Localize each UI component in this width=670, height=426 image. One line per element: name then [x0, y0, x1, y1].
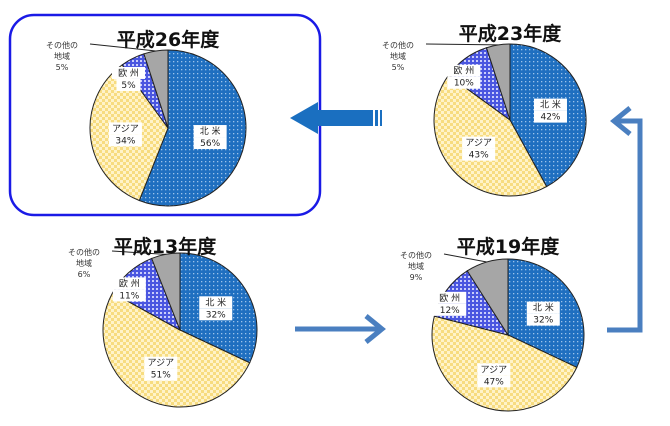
- slice-other-label-2: 地域: [390, 51, 406, 61]
- slice-asia-label: アジア: [147, 359, 174, 369]
- slice-north-america-label-bg: [533, 98, 567, 111]
- slice-north-america-value-bg: [526, 313, 560, 326]
- slice-other-label: その他の: [68, 247, 100, 257]
- slice-north-america-label: 北 米: [533, 302, 554, 314]
- leader-line: [443, 253, 487, 263]
- slice-asia-value-bg: [477, 375, 511, 388]
- slice-other-value: 5%: [392, 63, 405, 72]
- slice-europe-label-bg: [112, 66, 146, 79]
- slice-europe-label: 欧 州: [439, 292, 460, 304]
- pie-title: 平成19年度: [457, 235, 560, 258]
- slice-europe-value-bg: [116, 78, 141, 91]
- slice-europe-value-bg: [112, 289, 146, 302]
- slice-north-america-value: 32%: [533, 316, 553, 326]
- slice-asia: [102, 292, 251, 408]
- slice-other-label: その他の: [382, 40, 414, 50]
- slice-europe-label-bg: [433, 291, 467, 304]
- slice-north-america-value: 42%: [540, 113, 560, 123]
- slice-north-america-label-bg: [526, 301, 560, 314]
- pie-title: 平成26年度: [117, 28, 220, 51]
- leader-line: [89, 43, 156, 52]
- arrow-h19-to-h23: [607, 106, 643, 333]
- slice-asia-label: アジア: [465, 139, 492, 149]
- slice-north-america-label: 北 米: [200, 125, 221, 137]
- slice-asia-value: 43%: [469, 151, 489, 161]
- slice-asia-label-bg: [477, 363, 511, 376]
- slice-north-america-value-bg: [193, 137, 227, 150]
- slice-asia-label: アジア: [112, 124, 139, 134]
- slice-asia-value: 34%: [115, 136, 135, 146]
- slice-asia-value-bg: [462, 148, 496, 161]
- leader-line: [111, 250, 166, 255]
- arrow-h23-to-h26: [290, 102, 382, 134]
- slice-asia-label-bg: [108, 122, 142, 135]
- slice-europe-label: 欧 州: [453, 65, 474, 77]
- slice-europe-value-bg: [433, 303, 467, 316]
- slice-north-america: [138, 49, 247, 207]
- slice-other-label-2: 地域: [76, 258, 92, 268]
- slice-north-america-value: 32%: [206, 310, 226, 320]
- slice-other-value: 9%: [410, 273, 423, 282]
- slice-asia-label-bg: [462, 136, 496, 149]
- slice-europe-label: 欧 州: [118, 67, 139, 79]
- slice-north-america-label-bg: [193, 125, 227, 138]
- slice-asia-value-bg: [144, 368, 178, 381]
- slice-europe-value: 10%: [454, 79, 474, 89]
- slice-asia-value-bg: [108, 134, 142, 147]
- slice-other-label: その他の: [46, 40, 78, 50]
- slice-north-america-label: 北 米: [205, 296, 226, 308]
- slice-europe-label: 欧 州: [119, 277, 140, 289]
- slice-asia-value: 51%: [151, 371, 171, 381]
- slice-asia-value: 47%: [484, 377, 504, 387]
- slice-other: [143, 49, 169, 129]
- slice-europe-value: 12%: [440, 306, 460, 316]
- slice-other-value: 5%: [56, 63, 69, 72]
- pie-title: 平成13年度: [114, 235, 217, 258]
- slice-north-america-value-bg: [533, 110, 567, 123]
- slice-north-america-value: 56%: [200, 139, 220, 149]
- slice-europe-value: 11%: [119, 291, 139, 301]
- slice-europe-value: 5%: [121, 81, 136, 91]
- slice-north-america-value-bg: [199, 308, 233, 321]
- pie-title: 平成23年度: [459, 22, 562, 45]
- slice-north-america-label: 北 米: [540, 99, 561, 111]
- arrow-h13-to-h19: [295, 314, 386, 344]
- slice-asia-label: アジア: [481, 365, 508, 375]
- slice-europe-value-bg: [447, 76, 481, 89]
- slice-north-america-label-bg: [199, 296, 233, 309]
- slice-other-label: その他の: [400, 250, 432, 260]
- slice-asia-label-bg: [144, 356, 178, 369]
- slice-other: [485, 43, 511, 121]
- slice-other-label-2: 地域: [408, 261, 424, 271]
- leader-line: [425, 43, 499, 46]
- slice-europe-label-bg: [447, 64, 481, 77]
- slice-asia: [433, 74, 548, 197]
- slice-europe-label-bg: [112, 277, 146, 290]
- slice-other-label-2: 地域: [54, 51, 70, 61]
- slice-other-value: 6%: [78, 270, 91, 279]
